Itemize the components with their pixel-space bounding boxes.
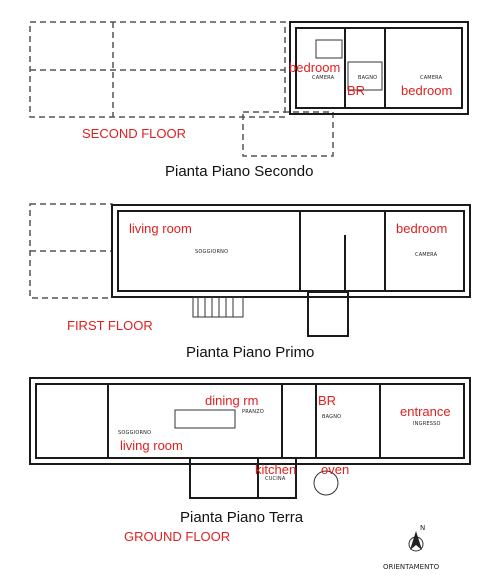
label-br: BR [318, 393, 336, 408]
label-living-room: living room [120, 438, 183, 453]
room-bagno: BAGNO [358, 75, 377, 81]
room-camera-left: CAMERA [312, 75, 335, 81]
table [174, 409, 236, 429]
first-floor-stair [192, 296, 244, 318]
ground-floor-plan: PRANZO BAGNO INGRESSO SOGGIORNO CUCINA d… [29, 377, 471, 544]
room-ingresso: INGRESSO [413, 421, 441, 427]
label-living-room: living room [129, 221, 192, 236]
annotation-ground-floor: GROUND FLOOR [124, 529, 230, 544]
label-kitchen: kitchen [255, 462, 296, 477]
ground-floor-annex [189, 457, 297, 499]
compass-label: ORIENTAMENTO [383, 563, 440, 571]
room-soggiorno: SOGGIORNO [118, 430, 151, 436]
second-floor-inner-wall [295, 27, 463, 109]
label-br: BR [347, 83, 365, 98]
second-floor-dashed-outline [29, 21, 286, 118]
first-floor-outer-wall [111, 204, 471, 298]
second-floor-outer-wall [289, 21, 469, 115]
label-bedroom-left: bedroom [289, 60, 340, 75]
annotation-first-floor: FIRST FLOOR [67, 318, 153, 333]
label-bedroom-right: bedroom [401, 83, 452, 98]
room-soggiorno: SOGGIORNO [195, 249, 228, 255]
second-floor-plan: CAMERA BAGNO CAMERA bedroom BR bedroom S… [29, 21, 469, 180]
compass: N ORIENTAMENTO [383, 524, 440, 571]
first-floor-annex [307, 291, 349, 337]
label-dining: dining rm [205, 393, 258, 408]
caption-first-floor: Pianta Piano Primo [186, 344, 314, 361]
label-oven: oven [321, 462, 349, 477]
label-entrance: entrance [400, 404, 451, 419]
ground-floor-outer-wall [29, 377, 471, 465]
bath-fixture [347, 61, 383, 91]
room-pranzo: PRANZO [242, 409, 264, 415]
room-camera-right: CAMERA [420, 75, 443, 81]
room-bagno: BAGNO [322, 414, 341, 420]
caption-second-floor: Pianta Piano Secondo [165, 163, 313, 180]
oven-symbol [313, 470, 339, 496]
annotation-second-floor: SECOND FLOOR [82, 126, 186, 141]
compass-north-letter: N [420, 524, 425, 532]
label-bedroom: bedroom [396, 221, 447, 236]
room-camera: CAMERA [415, 252, 438, 258]
second-floor-dashed-annex [242, 111, 334, 157]
fixture [315, 39, 343, 59]
first-floor-plan: SOGGIORNO CAMERA living room bedroom FIR… [29, 203, 471, 361]
north-arrow-icon [410, 531, 422, 550]
caption-ground-floor: Pianta Piano Terra [180, 509, 304, 526]
first-floor-inner-wall [117, 210, 465, 292]
room-cucina: CUCINA [265, 476, 286, 482]
